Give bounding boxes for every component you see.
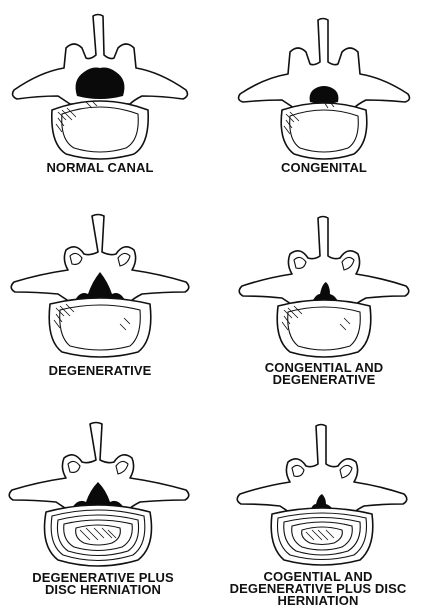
caption-congential-and-degenerative: CONGENTIAL AND DEGENERATIVE (224, 362, 424, 386)
vertebra-congential-degenerative-drawing (224, 212, 424, 362)
caption-normal-canal: NORMAL CANAL (0, 162, 200, 174)
caption-line: HERNIATION (212, 595, 424, 607)
vertebral-body (281, 102, 367, 159)
vertebral-body (49, 298, 151, 357)
vertebra-degenerative-disc-drawing (0, 418, 200, 568)
vertebra-degenerative-drawing (0, 212, 200, 362)
caption-congenital: CONGENITAL (224, 162, 424, 174)
panel-cogential-and-degenerative-plus-disc-herniation: COGENTIAL AND DEGENERATIVE PLUS DISC HER… (212, 418, 424, 613)
vertebral-body (277, 300, 371, 357)
intervertebral-disc (45, 505, 152, 566)
vertebral-body (52, 101, 148, 159)
panel-degenerative-plus-disc-herniation: DEGENERATIVE PLUS DISC HERNIATION (0, 418, 206, 613)
panel-congential-and-degenerative: CONGENTIAL AND DEGENERATIVE (224, 212, 424, 392)
vertebra-normal-canal-drawing (0, 10, 200, 160)
intervertebral-disc (271, 508, 373, 565)
vertebra-congenital-drawing (224, 10, 424, 160)
panel-normal-canal: NORMAL CANAL (0, 10, 200, 190)
caption-line: CONGENITAL (224, 162, 424, 174)
panel-congenital: CONGENITAL (224, 10, 424, 190)
caption-degenerative-plus-disc-herniation: DEGENERATIVE PLUS DISC HERNIATION (0, 572, 206, 596)
caption-line: DEGENERATIVE (0, 365, 200, 377)
caption-line: DEGENERATIVE (224, 374, 424, 386)
caption-degenerative: DEGENERATIVE (0, 365, 200, 377)
panel-degenerative: DEGENERATIVE (0, 212, 200, 392)
vertebra-cogential-degenerative-disc-drawing (212, 418, 424, 568)
caption-line: DISC HERNIATION (0, 584, 206, 596)
caption-cogential-and-degenerative-plus-disc-herniation: COGENTIAL AND DEGENERATIVE PLUS DISC HER… (212, 571, 424, 607)
caption-line: NORMAL CANAL (0, 162, 200, 174)
